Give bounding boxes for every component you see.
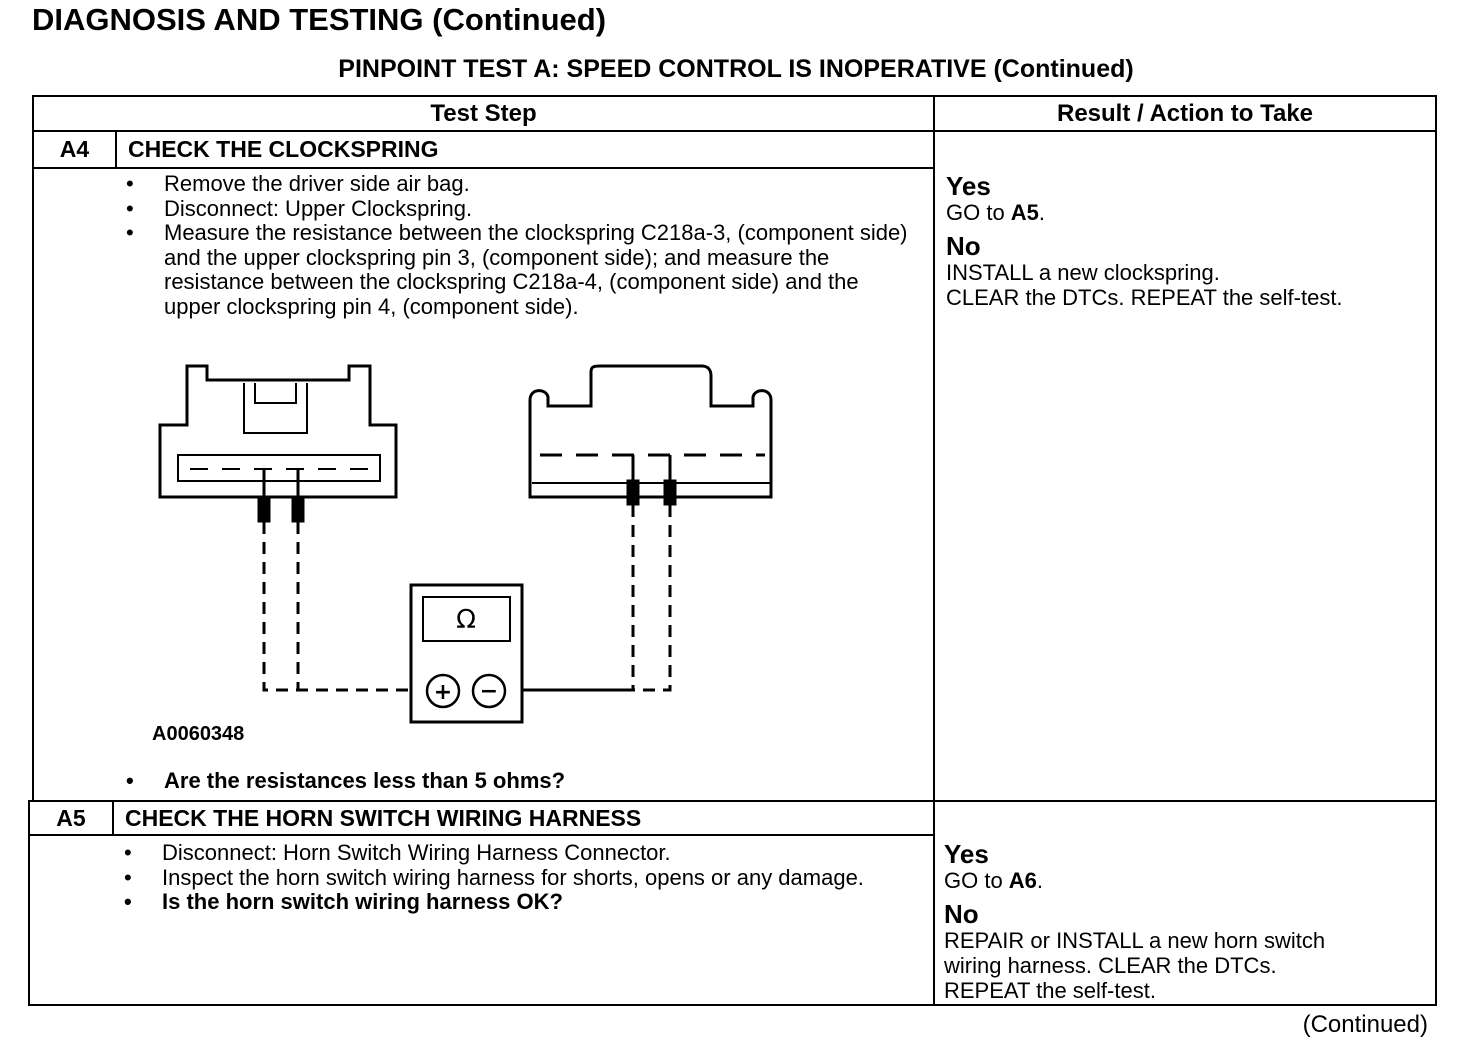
goto-link-a5[interactable]: A5 [1010,200,1039,225]
no-action-line: CLEAR the DTCs. REPEAT the self-test. [946,285,1343,310]
yes-action: GO to A5. [946,200,1046,225]
list-item: Disconnect: Horn Switch Wiring Harness C… [122,840,912,866]
ohm-symbol: Ω [456,605,476,635]
figure-id: A0060348 [152,723,245,745]
step-a5-results: Yes GO to A6. No REPAIR or INSTALL a new… [944,840,1424,1003]
list-item: Remove the driver side air bag. [124,171,914,197]
page-title: DIAGNOSIS AND TESTING (Continued) [32,2,607,37]
list-item: Disconnect: Upper Clockspring. [124,196,914,222]
no-action-line: INSTALL a new clockspring. [946,260,1220,285]
goto-link-a6[interactable]: A6 [1008,868,1037,893]
step-id-a4: A4 [59,136,90,162]
plus-terminal-label: + [434,680,452,705]
step-a4-question: Are the resistances less than 5 ohms? [124,768,914,794]
pinpoint-test-title: PINPOINT TEST A: SPEED CONTROL IS INOPER… [338,55,1134,83]
no-label: No [944,899,979,929]
yes-label: Yes [946,171,991,201]
no-action-line: REPAIR or INSTALL a new horn switch [944,928,1326,953]
continued-note: (Continued) [1302,1011,1428,1038]
yes-label: Yes [944,839,989,869]
no-action-line: wiring harness. CLEAR the DTCs. [944,953,1277,978]
step-title-a4: CHECK THE CLOCKSPRING [128,136,439,162]
list-item: Measure the resistance between the clock… [124,220,914,319]
step-a4-results: Yes GO to A5. No INSTALL a new clockspri… [946,172,1426,310]
list-item: Inspect the horn switch wiring harness f… [122,865,912,891]
list-item: Is the horn switch wiring harness OK? [122,889,912,915]
no-action-line: REPEAT the self-test. [944,978,1156,1003]
step-title-a5: CHECK THE HORN SWITCH WIRING HARNESS [125,805,642,831]
step-id-a5: A5 [56,805,86,831]
step-a4-instructions: Remove the driver side air bag. Disconne… [124,171,914,319]
no-label: No [946,231,981,261]
list-item: Are the resistances less than 5 ohms? [124,768,914,794]
clockspring-resistance-diagram: Ω + − [158,364,773,724]
minus-terminal-label: − [480,679,498,704]
column-header-result: Result / Action to Take [1056,100,1314,127]
step-a5-instructions: Disconnect: Horn Switch Wiring Harness C… [122,840,912,915]
yes-action: GO to A6. [944,868,1044,893]
column-header-test-step: Test Step [430,100,537,127]
